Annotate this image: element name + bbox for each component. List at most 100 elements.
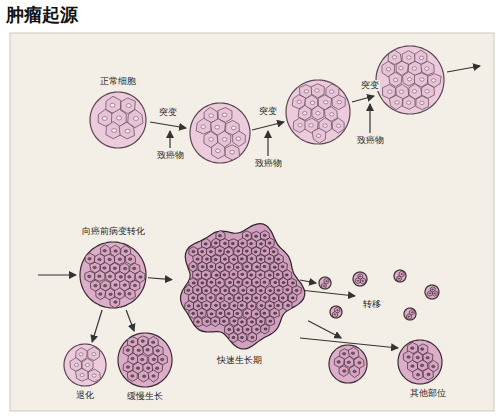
cell — [397, 276, 402, 281]
nucleus — [291, 282, 294, 284]
nucleus — [316, 134, 320, 137]
nucleus — [227, 312, 230, 314]
cell-label: 缓慢生长 — [127, 391, 163, 402]
nucleus — [432, 365, 435, 368]
nucleus — [226, 251, 229, 253]
nucleus — [329, 90, 333, 93]
cell — [413, 369, 423, 380]
nucleus — [251, 336, 254, 338]
nucleus — [118, 258, 121, 261]
nucleus — [210, 281, 213, 283]
nucleus — [209, 138, 214, 142]
nucleus — [128, 258, 131, 261]
nucleus — [136, 367, 139, 370]
cell — [119, 122, 134, 139]
cluster-outline — [180, 223, 304, 348]
nucleus — [254, 235, 257, 237]
nucleus — [222, 113, 227, 117]
nucleus — [249, 242, 252, 244]
nucleus — [268, 242, 271, 244]
nucleus — [232, 289, 235, 291]
cell — [211, 142, 225, 158]
nucleus — [231, 242, 234, 244]
connector-arrow — [308, 321, 341, 338]
cell — [238, 254, 247, 264]
nucleus — [351, 352, 354, 355]
cell-cluster: 退化 — [62, 342, 108, 388]
nucleus — [222, 138, 227, 142]
cell — [403, 96, 415, 110]
nucleus — [326, 281, 328, 282]
cluster-shape — [328, 338, 446, 386]
nucleus — [227, 266, 230, 268]
nucleus — [204, 243, 207, 245]
nucleus — [222, 320, 225, 322]
nucleus — [210, 265, 213, 267]
nucleus — [223, 258, 226, 260]
nucleus — [407, 356, 410, 359]
nucleus — [218, 266, 221, 268]
nucleus — [411, 312, 413, 313]
nucleus — [85, 363, 89, 366]
nucleus — [250, 289, 253, 291]
nucleus — [241, 242, 244, 244]
cluster-shape — [172, 217, 308, 353]
cell — [138, 370, 148, 382]
panel — [10, 33, 494, 411]
cell-label: 其他部位 — [410, 388, 446, 399]
nucleus — [269, 289, 272, 291]
cluster-shape — [78, 240, 148, 310]
nucleus — [192, 265, 195, 267]
nucleus — [110, 103, 115, 107]
cell — [293, 118, 306, 133]
nucleus — [196, 274, 199, 276]
nucleus — [124, 250, 127, 253]
nucleus — [254, 251, 257, 253]
nucleus — [245, 250, 248, 252]
nucleus — [209, 296, 212, 298]
nucleus — [214, 242, 217, 244]
cell — [207, 261, 216, 271]
nucleus — [309, 124, 313, 127]
nucleus — [416, 356, 419, 359]
nucleus — [334, 314, 336, 315]
nucleus — [118, 293, 121, 296]
nucleus — [323, 285, 325, 286]
cell — [334, 356, 344, 367]
nucleus — [399, 66, 403, 69]
cell — [312, 128, 326, 143]
nucleus — [201, 282, 204, 284]
nucleus — [242, 289, 245, 291]
nucleus — [286, 304, 289, 306]
nucleus — [236, 137, 241, 141]
nucleus — [99, 293, 102, 296]
nucleus — [416, 373, 419, 376]
cell-cluster: 其他部位 — [328, 338, 446, 386]
nucleus — [132, 267, 135, 270]
nucleus — [209, 114, 214, 118]
cluster-outline — [80, 242, 146, 308]
nucleus — [232, 336, 235, 338]
nucleus — [200, 297, 203, 299]
cell — [194, 317, 203, 327]
nucleus — [204, 274, 207, 276]
nucleus — [357, 280, 359, 281]
cell — [349, 365, 359, 377]
nucleus — [114, 250, 117, 253]
cell — [360, 278, 365, 284]
nucleus — [259, 258, 262, 260]
nucleus — [205, 258, 208, 260]
cell — [260, 308, 269, 318]
nucleus — [432, 289, 434, 290]
nucleus — [131, 357, 134, 360]
nucleus — [103, 284, 106, 287]
nucleus — [141, 358, 144, 361]
cell — [189, 309, 198, 318]
nucleus — [228, 281, 231, 283]
nucleus — [93, 266, 96, 269]
nucleus — [240, 304, 243, 306]
cell — [339, 366, 348, 377]
nucleus — [151, 341, 154, 344]
annotation-label: 转移 — [362, 299, 382, 310]
nucleus — [231, 126, 236, 130]
